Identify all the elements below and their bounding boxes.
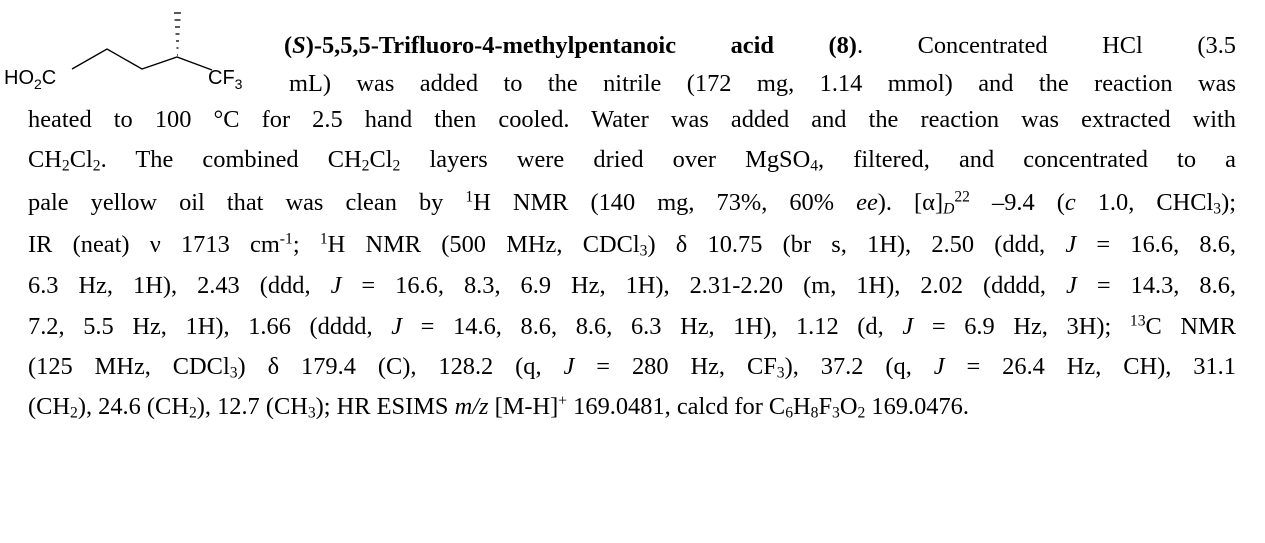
carbon-chain-bonds [71,48,213,71]
paragraph-line-7: 6.3 Hz, 1H), 2.43 (ddd, J = 16.6, 8.3, 6… [28,272,1236,299]
paragraph-line-1: (S)-5,5,5-Trifluoro-4-methylpentanoic ac… [284,32,1236,59]
paragraph-line-8: 7.2, 5.5 Hz, 1H), 1.66 (dddd, J = 14.6, … [28,312,1236,340]
carboxyl-group-label: HO2C [4,67,56,92]
paragraph-line-5: pale yellow oil that was clean by 1H NMR… [28,188,1236,218]
hashed-wedge-bond [174,12,181,56]
paragraph-line-10: (CH2), 24.6 (CH2), 12.7 (CH3); HR ESIMS … [28,392,969,422]
trifluoromethyl-label: CF3 [208,67,243,92]
compound-title: (S)-5,5,5-Trifluoro-4-methylpentanoic ac… [284,32,857,59]
chemical-structure: HO2C CF3 [4,12,243,92]
paragraph-line-3: heated to 100 °C for 2.5 hand then coole… [28,106,1236,133]
paragraph-line-4: CH2Cl2. The combined CH2Cl2 layers were … [28,146,1236,175]
paragraph-line-2: mL) was added to the nitrile (172 mg, 1.… [289,70,1236,97]
paragraph-line-6: IR (neat) ν 1713 cm-1; 1H NMR (500 MHz, … [28,230,1236,260]
paragraph-line-9: (125 MHz, CDCl3) δ 179.4 (C), 128.2 (q, … [28,353,1236,382]
